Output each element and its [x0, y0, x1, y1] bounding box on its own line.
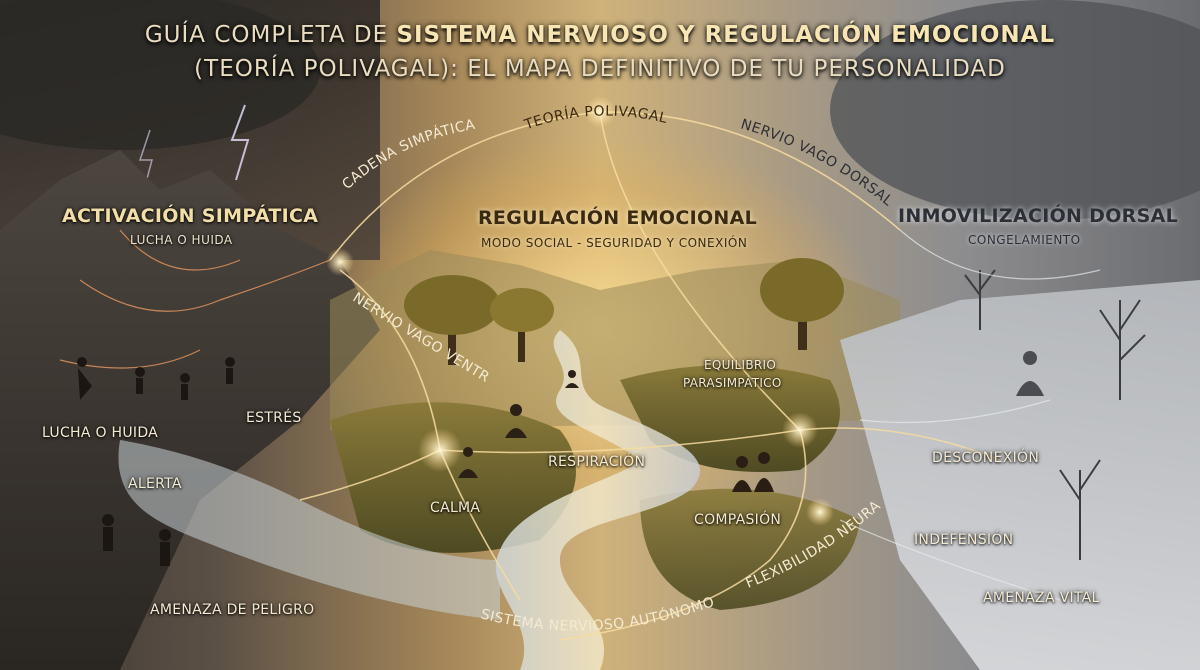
region-title-ventral: REGULACIÓN EMOCIONAL — [478, 207, 758, 229]
region-subtitle-sympathetic: LUCHA O HUIDA — [130, 233, 233, 247]
waterfall-stream — [118, 440, 500, 620]
label-balance-line-1: EQUILIBRIO — [704, 358, 777, 372]
label-stress: ESTRÉS — [246, 410, 302, 426]
frozen-person-icon — [1016, 351, 1044, 396]
label-danger: AMENAZA DE PELIGRO — [150, 602, 315, 618]
label-vital-threat: AMENAZA VITAL — [983, 590, 1100, 606]
label-helplessness: INDEFENSIÓN — [914, 532, 1014, 548]
neuron-node — [418, 428, 462, 472]
page-title-line-1: GUÍA COMPLETA DE SISTEMA NERVIOSO Y REGU… — [0, 22, 1200, 48]
title-prefix: GUÍA COMPLETA DE — [144, 22, 397, 48]
region-subtitle-dorsal: CONGELAMIENTO — [968, 233, 1081, 247]
label-disconnection: DESCONEXIÓN — [932, 450, 1040, 466]
snowfield-right — [840, 280, 1200, 670]
pathway-label-polyvagal: TEORÍA POLIVAGAL — [522, 103, 669, 133]
mountains-left — [0, 150, 380, 670]
region-title-sympathetic: ACTIVACIÓN SIMPÁTICA — [62, 205, 319, 227]
page-title-line-2: (TEORÍA POLIVAGAL): EL MAPA DEFINITIVO D… — [194, 56, 1006, 82]
label-breathing: RESPIRACIÓN — [548, 454, 646, 470]
river — [495, 330, 701, 670]
storm-cloud-left — [0, 0, 320, 150]
bare-tree-icon — [964, 269, 1146, 560]
title-emphasis: SISTEMA NERVIOSO Y REGULACIÓN EMOCIONAL — [396, 22, 1056, 48]
label-balance-line-2: PARASIMPÁTICO — [683, 376, 782, 390]
couple-icon — [732, 452, 774, 492]
region-title-dorsal: INMOVILIZACIÓN DORSAL — [898, 205, 1178, 227]
tree-icon — [760, 258, 844, 350]
neuron-node — [326, 248, 354, 276]
lightning-icon — [230, 104, 250, 181]
meditating-person-icon — [458, 370, 579, 478]
label-calm: CALMA — [430, 500, 481, 516]
storm-cloud-right — [830, 0, 1200, 220]
label-alert: ALERTA — [128, 476, 182, 492]
label-fight-flight: LUCHA O HUIDA — [42, 425, 159, 441]
tree-icon — [490, 288, 554, 362]
tree-icon — [404, 275, 500, 365]
label-compassion: COMPASIÓN — [694, 512, 782, 528]
neuron-node — [782, 412, 818, 448]
dorsal-nerves — [839, 229, 1101, 601]
neuron-node — [584, 96, 616, 128]
meadow-bottom — [640, 488, 860, 610]
running-people-icon — [77, 357, 235, 566]
neuron-node — [806, 498, 834, 526]
region-subtitle-ventral: MODO SOCIAL - SEGURIDAD Y CONEXIÓN — [481, 236, 748, 250]
lightning-icon — [138, 129, 153, 191]
